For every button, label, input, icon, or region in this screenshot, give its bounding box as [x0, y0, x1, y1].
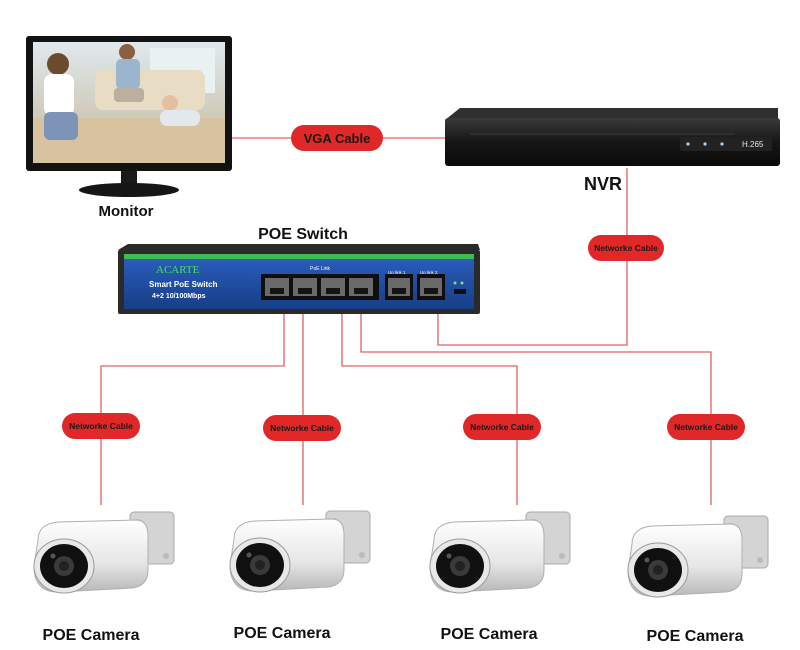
camera-4 — [627, 515, 769, 598]
nvr-label: NVR — [584, 174, 622, 194]
vga-cable-pill: VGA Cable — [291, 125, 383, 151]
nvr-body — [445, 118, 780, 166]
svg-text:Networke Cable: Networke Cable — [69, 421, 133, 431]
camera-3-label: POE Camera — [441, 626, 538, 643]
camera-2 — [229, 510, 371, 593]
svg-text:Networke Cable: Networke Cable — [270, 423, 334, 433]
poe-switch: POE Switch ACARTE Smart PoE Switch 4+2 1… — [118, 226, 480, 314]
monitor-label: Monitor — [99, 203, 154, 220]
switch-brand: ACARTE — [156, 264, 200, 276]
camera-1-cable-pill: Networke Cable — [62, 413, 140, 439]
switch-model: Smart PoE Switch — [149, 280, 218, 289]
camera-4-label: POE Camera — [647, 628, 744, 645]
camera-4-line — [360, 314, 712, 505]
svg-text:Networke Cable: Networke Cable — [470, 422, 534, 432]
switch-poe-link-label: PoE Link — [310, 266, 331, 272]
camera-3-line — [341, 314, 518, 505]
switch-spec: 4+2 10/100Mbps — [152, 293, 206, 300]
camera-1 — [33, 511, 175, 594]
nvr-hdd-led — [703, 142, 707, 146]
svg-text:Networke Cable: Networke Cable — [594, 243, 658, 253]
nvr-net-led — [720, 142, 724, 146]
camera-1-line — [100, 314, 285, 505]
camera-1-label: POE Camera — [43, 627, 140, 644]
camera-2-label: POE Camera — [234, 625, 331, 642]
monitor: Monitor — [26, 36, 232, 220]
switch-label: POE Switch — [258, 226, 348, 243]
nvr-power-led — [686, 142, 690, 146]
svg-text:Networke Cable: Networke Cable — [674, 422, 738, 432]
nvr: H.265 NVR — [445, 108, 780, 194]
switch-uplink-1-label: Up link 1 — [388, 270, 406, 275]
camera-3-cable-pill: Networke Cable — [463, 414, 541, 440]
switch-stripe — [124, 254, 474, 259]
monitor-stand — [121, 171, 137, 187]
camera-3 — [429, 511, 571, 594]
nvr-network-cable-pill: Networke Cable — [588, 235, 664, 261]
camera-2-cable-pill: Networke Cable — [263, 415, 341, 441]
svg-text:VGA Cable: VGA Cable — [304, 131, 371, 146]
switch-uplink-2-label: Up link 2 — [420, 270, 438, 275]
nvr-badge: H.265 — [742, 140, 764, 149]
camera-4-cable-pill: Networke Cable — [667, 414, 745, 440]
